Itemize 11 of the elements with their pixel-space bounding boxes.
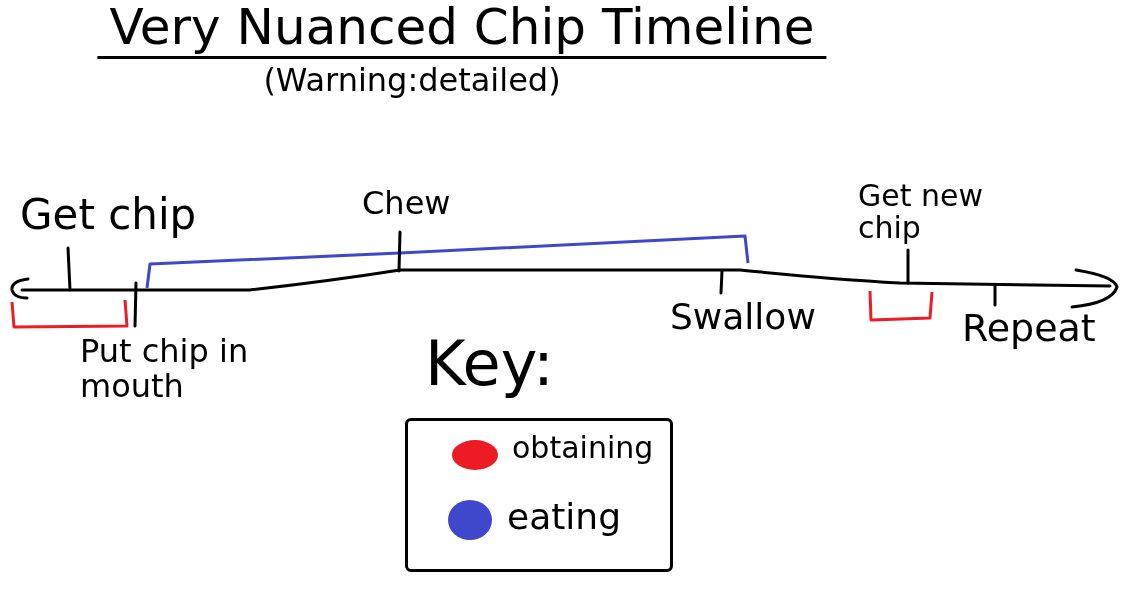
subtitle: (Warning:detailed) <box>263 63 561 99</box>
legend-label: obtaining <box>512 431 654 464</box>
event-label: Repeat <box>962 308 1096 350</box>
legend-heading: Key: <box>425 330 554 399</box>
event-label: Chew <box>362 186 451 222</box>
event-label: Get chip <box>20 192 197 239</box>
diagram-title: Very Nuanced Chip Timeline <box>97 0 827 59</box>
event-label: Put chip in mouth <box>80 334 250 405</box>
event-label: Swallow <box>670 297 816 337</box>
event-label: Get new chip <box>858 180 984 243</box>
legend-label: eating <box>507 497 621 537</box>
